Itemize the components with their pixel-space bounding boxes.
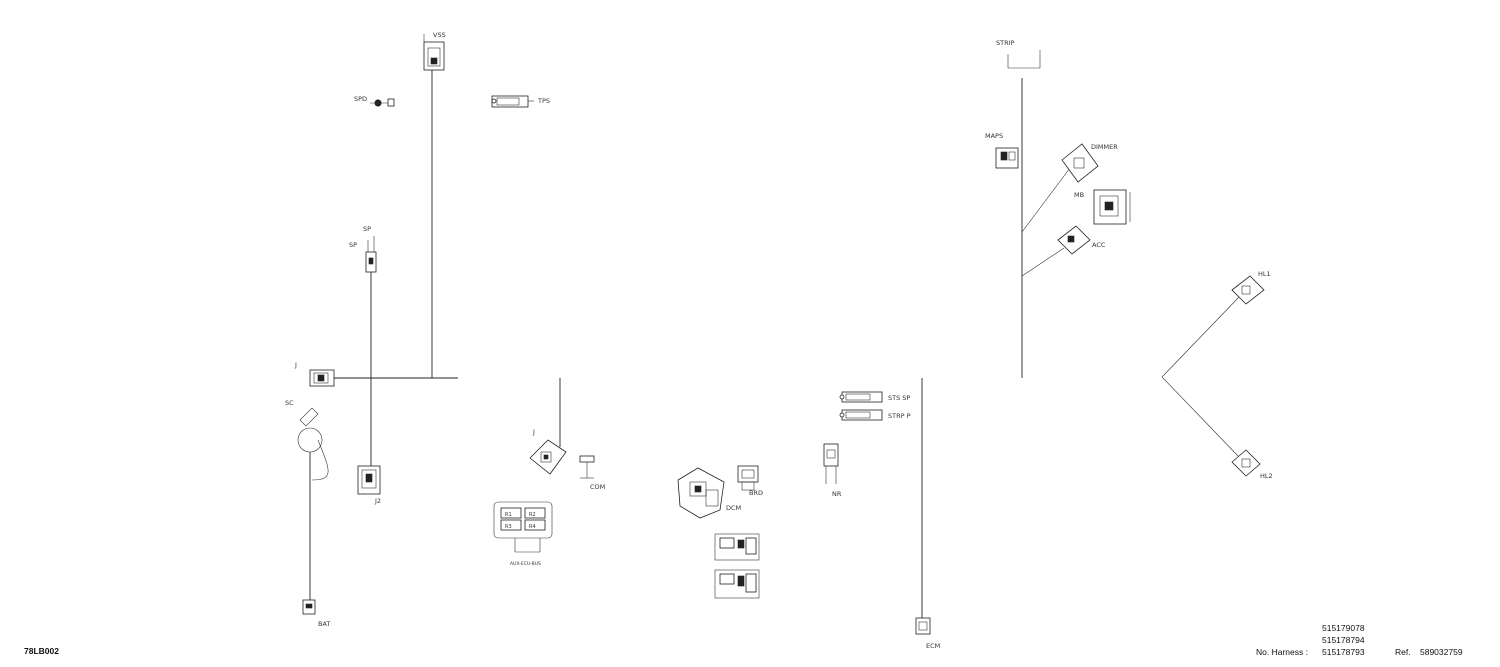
harness-number-1: 515179078 [1322,623,1365,633]
hl1-label: HL1 [1258,270,1271,278]
dcm-detail-upper [714,533,760,561]
dimmer-wire [1021,167,1071,233]
dimmer-label: DIMMER [1091,143,1118,151]
relay-pin-r2: R2 [529,512,536,518]
hl1-connector[interactable] [1231,275,1265,305]
relay-pin-r3: R3 [505,524,512,530]
hl2-connector[interactable] [1231,449,1261,477]
j1-connector[interactable] [309,369,335,387]
relay-pin-r4: R4 [529,524,536,530]
mb-label: MB [1074,191,1084,199]
strip-label: STRIP [996,39,1015,47]
mb-connector[interactable] [1093,189,1131,225]
relay-note: AUX-ECU-BUS [510,561,541,567]
dimmer-switch[interactable] [1061,143,1099,183]
hl1-wire [1161,295,1241,378]
harness-number-2: 515178794 [1322,635,1365,645]
j3-connector[interactable] [529,439,567,475]
bat-label: BAT [318,620,330,628]
j2-label: J2 [374,497,381,505]
com-terminal[interactable] [579,455,595,479]
j3-label: J [532,428,535,436]
sp-label: SP [349,241,357,249]
strip-connector[interactable] [1007,50,1041,69]
acc-label: ACC [1092,241,1106,249]
strp-p-label: STRP P [888,412,911,420]
acc-wire [1021,247,1065,277]
nr-sensor[interactable] [823,443,839,484]
vss-label: VSS [433,31,446,39]
tps-connector[interactable] [491,95,534,108]
hl2-wire [1161,376,1241,459]
nr-label: NR [832,490,842,498]
figure-code: 78LB002 [24,646,59,656]
ecm-connector[interactable] [915,617,931,635]
vss-connector[interactable] [423,34,445,71]
dcm-module[interactable] [677,467,725,519]
ref-value: 589032759 [1420,647,1463,657]
sp-pin-label: SP [363,225,371,233]
hl2-label: HL2 [1260,472,1273,480]
dcm-detail-lower [714,569,760,599]
ecm-label: ECM [926,642,940,650]
relay-pinout[interactable] [493,501,553,553]
sts-sp-label: STS SP [888,394,910,402]
tps-label: TPS [537,97,550,105]
relay-pin-r1: R1 [505,512,512,518]
com-label: COM [590,483,605,491]
maps-connector[interactable] [995,147,1019,169]
brd-label: BRD [749,489,763,497]
acc-connector[interactable] [1057,225,1091,255]
ref-label: Ref. [1395,647,1411,657]
brd-connector[interactable] [737,465,759,491]
j2-connector[interactable] [357,465,381,495]
sc-label: SC [285,399,294,407]
bat-terminal[interactable] [302,599,316,615]
sp-connector[interactable] [365,236,377,273]
dcm-label: DCM [726,504,741,512]
strp-p-connector[interactable] [839,409,883,421]
sc-sensor[interactable] [297,407,329,481]
spd-label: SPD [354,95,367,103]
j1-label: J [294,361,297,369]
spd-sensor[interactable] [370,98,395,107]
maps-label: MAPS [985,132,1003,140]
sts-sp-connector[interactable] [839,391,883,403]
harness-number-3: 515178793 [1322,647,1365,657]
harness-label: No. Harness : [1256,647,1308,657]
